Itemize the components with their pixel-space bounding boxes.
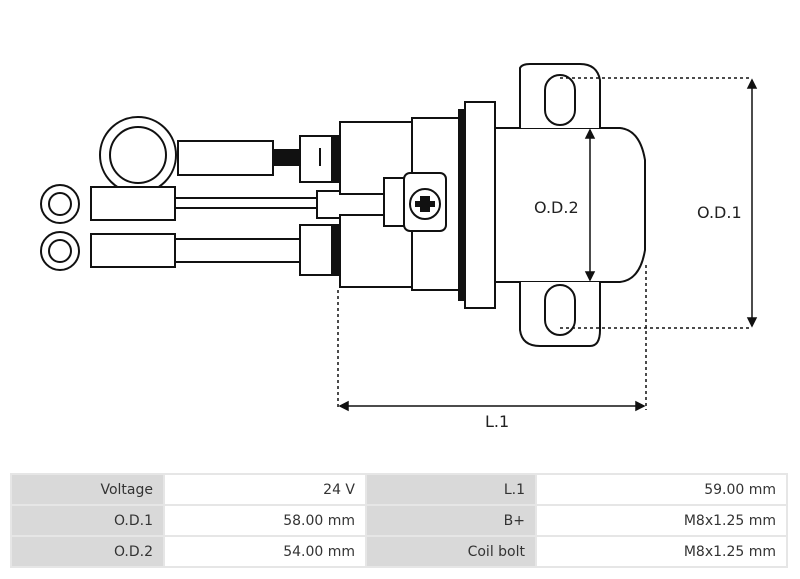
table-row: O.D.1 58.00 mm B+ M8x1.25 mm <box>12 506 786 535</box>
spec-label: L.1 <box>367 475 535 504</box>
terminal-ring-large <box>99 116 341 194</box>
spec-value: M8x1.25 mm <box>537 506 786 535</box>
spec-value: 59.00 mm <box>537 475 786 504</box>
od1-label: O.D.1 <box>697 203 742 222</box>
solenoid-body <box>331 63 646 347</box>
table-row: Voltage 24 V L.1 59.00 mm <box>12 475 786 504</box>
table-row: O.D.2 54.00 mm Coil bolt M8x1.25 mm <box>12 537 786 566</box>
spec-value: M8x1.25 mm <box>537 537 786 566</box>
spec-value: 54.00 mm <box>165 537 365 566</box>
spec-label: Voltage <box>12 475 163 504</box>
solenoid-technical-drawing: O.D.2 O.D.1 L.1 <box>40 63 758 431</box>
spec-value: 24 V <box>165 475 365 504</box>
spec-table: Voltage 24 V L.1 59.00 mm O.D.1 58.00 mm… <box>10 473 788 568</box>
spec-label: B+ <box>367 506 535 535</box>
spec-label: O.D.1 <box>12 506 163 535</box>
spec-label: O.D.2 <box>12 537 163 566</box>
l1-label: L.1 <box>485 412 509 431</box>
od2-label: O.D.2 <box>534 198 579 217</box>
spec-value: 58.00 mm <box>165 506 365 535</box>
spec-label: Coil bolt <box>367 537 535 566</box>
terminal-ring-small-bottom <box>40 224 339 276</box>
terminal-ring-small-top <box>40 184 388 224</box>
dimension-lines <box>337 77 758 412</box>
